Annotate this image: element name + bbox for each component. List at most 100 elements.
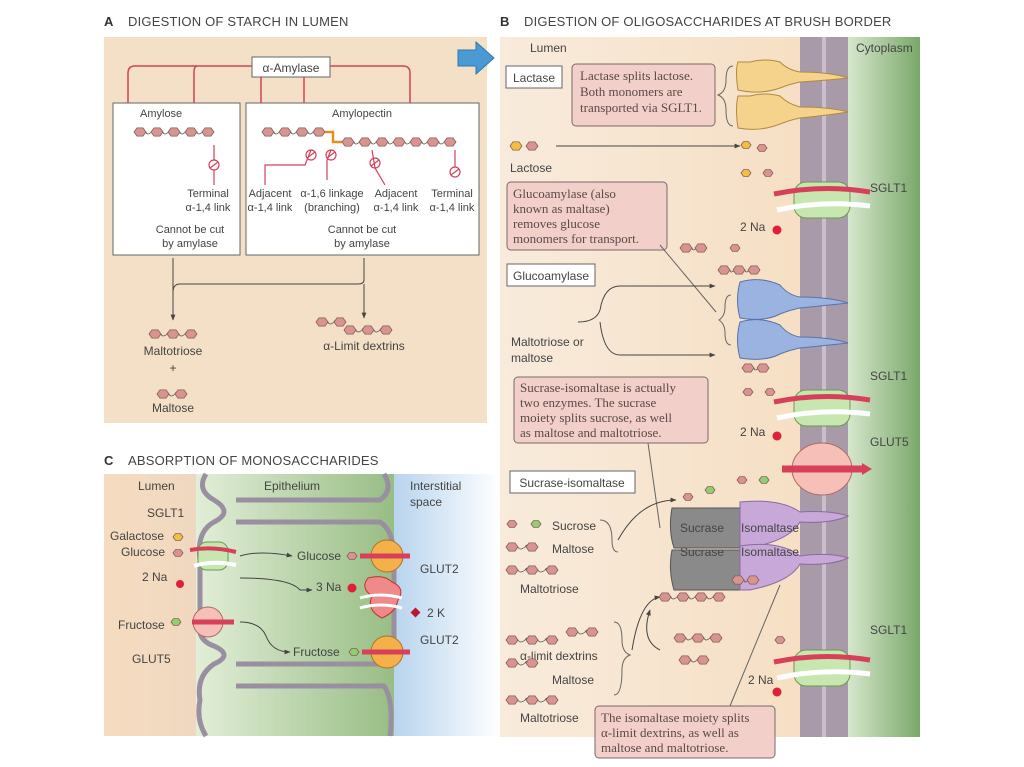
na3-label: 3 Na xyxy=(316,580,342,594)
sugar-hexagon xyxy=(694,592,708,602)
sucrase-isomaltase-label-box xyxy=(509,470,636,494)
sugar-hexagon xyxy=(174,389,188,399)
sglt1-label-2: SGLT1 xyxy=(870,369,907,383)
k2-label: 2 K xyxy=(427,606,445,620)
sugar-hexagon xyxy=(762,169,774,177)
sugar-hexagon xyxy=(525,658,539,668)
na-label-1: 2 Na xyxy=(740,220,766,234)
isomaltase-note-pointer xyxy=(729,584,781,707)
galactose-hexagon xyxy=(172,533,184,541)
glucose-label: Glucose xyxy=(121,545,165,559)
arrow-right-icon xyxy=(457,40,495,76)
isomaltase-label-2: Isomaltase xyxy=(741,545,799,559)
sodium-ion xyxy=(772,431,782,441)
panel-a-title: DIGESTION OF STARCH IN LUMEN xyxy=(128,14,349,29)
sugar-hexagon xyxy=(525,565,539,575)
sugar-hexagon xyxy=(184,127,198,137)
sugar-hexagon xyxy=(712,592,726,602)
sucrase-note-pointer xyxy=(647,442,661,529)
isomaltase-note-line3: maltose and maltotriose. xyxy=(601,740,728,755)
sodium-transport-arrow xyxy=(193,560,237,568)
sugar-hexagon xyxy=(585,627,599,637)
amylopectin-link-4-line1: Terminal xyxy=(431,188,473,200)
maltotriose-label: Maltotriose xyxy=(144,344,203,358)
glucose-hexagon xyxy=(346,552,358,560)
glucoamylase-note-line2: known as maltase) xyxy=(513,201,610,216)
panel-a-letter: A xyxy=(104,14,114,29)
sugar-hexagon xyxy=(261,127,275,137)
glucoamylase-note-line1: Glucoamylase (also xyxy=(513,186,616,201)
alpha-1-6-link xyxy=(325,130,342,144)
sugar-hexagon xyxy=(505,658,519,668)
panel-c-title: ABSORPTION OF MONOSACCHARIDES xyxy=(128,453,379,468)
lactase-label: Lactase xyxy=(513,71,555,85)
lactase-brace xyxy=(716,65,734,127)
amylopectin-link-1-line1: Adjacent xyxy=(249,188,292,200)
lactase-label-box xyxy=(505,65,563,89)
sugar-hexagon xyxy=(167,127,181,137)
amylopectin-cannot-line1: Cannot be cut xyxy=(328,224,397,236)
sugar-hexagon xyxy=(166,329,180,339)
sugar-hexagon xyxy=(545,635,559,645)
sugar-hexagon xyxy=(736,476,748,484)
amylopectin-chain xyxy=(261,127,457,147)
glut5-label-c: GLUT5 xyxy=(132,652,171,666)
lumen-region-c xyxy=(104,474,196,736)
sucrase-note xyxy=(513,376,709,444)
sugar-hexagon xyxy=(505,565,519,575)
sugar-hexagon xyxy=(732,265,746,275)
sugar-hexagon xyxy=(392,137,406,147)
sugar-hexagon xyxy=(505,542,519,552)
sugar-hexagon xyxy=(148,329,162,339)
epithelium-region xyxy=(196,474,394,736)
sugar-hexagon xyxy=(729,244,741,252)
limit-dextrins-label: α-limit dextrins xyxy=(520,649,598,663)
sugar-hexagon xyxy=(375,137,389,147)
sugar-hexagon xyxy=(343,325,357,335)
na-arrow-c xyxy=(239,577,313,593)
sugar-hexagon xyxy=(312,127,326,137)
sugar-hexagon xyxy=(704,486,716,494)
fructose-arrow-c xyxy=(239,621,291,655)
plus-sign: + xyxy=(169,361,176,375)
glucoamylase-note-line4: monomers for transport. xyxy=(513,231,639,246)
no-cleavage-icons xyxy=(208,145,461,186)
sodium-ion xyxy=(772,225,782,235)
maltose-label: Maltose xyxy=(152,401,194,415)
sugar-hexagon xyxy=(679,243,693,253)
transporters-c xyxy=(170,533,421,669)
amylopectin-label: Amylopectin xyxy=(332,108,392,120)
sugar-hexagon xyxy=(658,592,672,602)
sodium-ion xyxy=(772,687,782,697)
amylose-terminal-line2: α-1,4 link xyxy=(186,202,231,214)
lactase-note-line1: Lactase splits lactose. xyxy=(580,68,693,83)
galactose-hexagon xyxy=(509,141,523,151)
sucrase-note-line1: Sucrase-isomaltase is actually xyxy=(520,380,676,395)
sugar-hexagon xyxy=(409,137,423,147)
lactase-note-line2: Both monomers are xyxy=(580,84,683,99)
sugar-transport-arrow xyxy=(773,393,871,405)
maltotriose-label-2: Maltotriose xyxy=(520,711,579,725)
sglt1-label-3: SGLT1 xyxy=(870,623,907,637)
fructose-hexagon xyxy=(348,648,360,656)
amylose-cannot-line1: Cannot be cut xyxy=(156,224,225,236)
sugar-hexagon xyxy=(740,169,752,177)
isomaltase-note-line2: α-limit dextrins, as well as xyxy=(601,725,739,740)
glut5-label: GLUT5 xyxy=(870,435,909,449)
sugar-hexagon xyxy=(545,695,559,705)
maltose-label: Maltose xyxy=(552,542,594,556)
sugar-hexagon xyxy=(525,542,539,552)
arrow-head xyxy=(862,463,872,475)
sugar-hexagon xyxy=(696,655,710,665)
panel-b-letter: B xyxy=(500,14,509,29)
maltotriose-or-label-1: Maltotriose or xyxy=(511,335,584,349)
sugar-hexagon xyxy=(443,137,457,147)
sugar-hexagon xyxy=(673,633,687,643)
glut2-label-2: GLUT2 xyxy=(420,633,459,647)
amylopectin-cannot-line2: by amylase xyxy=(334,238,390,250)
fructose-inside-label: Fructose xyxy=(293,645,340,659)
lactase-note xyxy=(571,63,716,127)
isomaltase-recycle-arrow xyxy=(646,609,661,651)
cytoplasm-label: Cytoplasm xyxy=(856,41,913,55)
